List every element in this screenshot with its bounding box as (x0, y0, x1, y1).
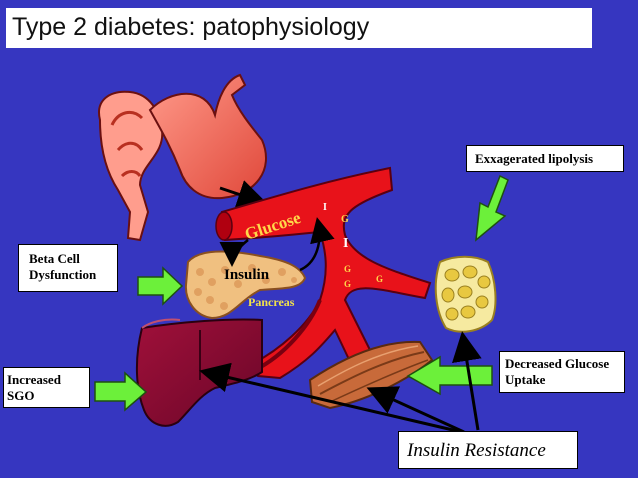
uptake-label-line1: Decreased Glucose (505, 356, 610, 371)
vessel-g-right: G (376, 274, 383, 284)
adipose-tissue-icon (434, 255, 497, 333)
lipolysis-green-arrow (475, 174, 509, 242)
slide-title: Type 2 diabetes: patophysiology (12, 13, 370, 41)
vessel-i-top: I (323, 202, 327, 213)
pancreas-icon (184, 250, 307, 320)
sgo-label-line2: SGO (7, 388, 35, 403)
uptake-label-line2: Uptake (505, 372, 546, 387)
lipolysis-label-box: Exxagerated lipolysis (466, 145, 624, 172)
stomach-to-blood-arrow (219, 180, 268, 209)
beta-cell-green-arrow (137, 266, 184, 306)
resistance-to-muscle-arrow (366, 386, 465, 434)
insulin-resistance-label: Insulin Resistance (407, 440, 546, 461)
sgo-green-arrow (94, 371, 148, 412)
vessel-g-mid: G (344, 264, 351, 274)
sgo-label-box: Increased SGO (3, 367, 90, 408)
vessel-i-mid: I (343, 236, 348, 251)
title-box: Type 2 diabetes: patophysiology (6, 8, 592, 48)
blood-vessel (215, 166, 432, 380)
insulin-label: Insulin (224, 267, 270, 283)
insulin-to-blood-arrow (299, 217, 335, 272)
sgo-label-line1: Increased (7, 372, 61, 387)
pancreas-label: Pancreas (248, 295, 295, 309)
lipolysis-label: Exxagerated lipolysis (475, 151, 594, 166)
stomach-icon (98, 73, 267, 242)
glucose-to-insulin-arrow (219, 239, 249, 267)
beta-cell-label-box: Beta Cell Dysfunction (18, 244, 118, 292)
beta-cell-label-line1: Beta Cell (29, 251, 80, 266)
beta-cell-label-line2: Dysfunction (29, 267, 97, 282)
resistance-to-fat-arrow (452, 331, 482, 431)
vessel-g-top: G (341, 214, 349, 225)
insulin-resistance-box: Insulin Resistance (398, 431, 578, 469)
liver-icon (135, 318, 263, 427)
uptake-label-box: Decreased Glucose Uptake (499, 351, 625, 393)
resistance-to-liver-arrow (199, 362, 471, 436)
vessel-g-low: G (344, 279, 351, 289)
muscle-icon (308, 340, 434, 410)
